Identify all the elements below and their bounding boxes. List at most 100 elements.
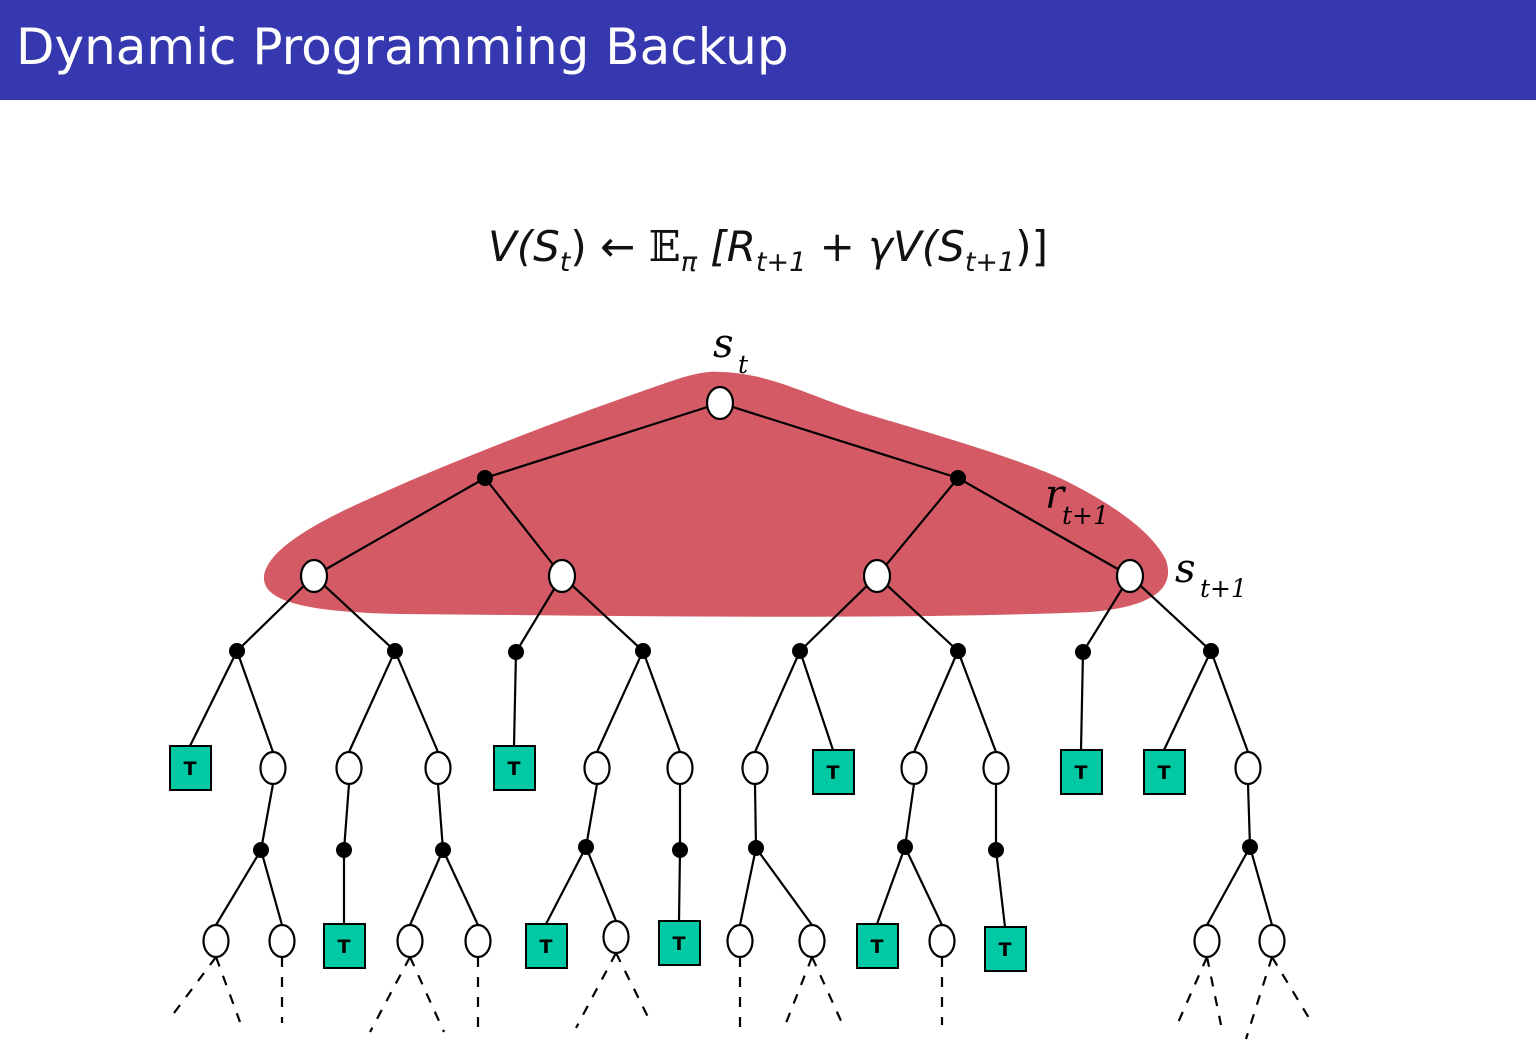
action-node: [387, 643, 403, 659]
action-node: [1242, 839, 1258, 855]
formula-lhs-sub: t: [559, 247, 571, 278]
tree-edge: [1079, 651, 1085, 751]
tree-edge: [875, 846, 907, 925]
action-node: [897, 839, 913, 855]
state-node: [335, 750, 363, 786]
terminal-label: T: [508, 758, 521, 780]
state-node: [928, 923, 956, 959]
terminal-state: T: [493, 745, 536, 791]
terminal-label: T: [871, 936, 884, 958]
terminal-box: [658, 920, 701, 966]
state-node: [1258, 923, 1286, 959]
terminal-state: T: [1143, 749, 1186, 795]
action-node: [748, 840, 764, 856]
root-state-node: [705, 385, 735, 421]
root-state-label-sub: t: [738, 350, 749, 379]
terminal-label: T: [999, 939, 1012, 961]
tree-edge: [584, 846, 618, 922]
formula-close: )]: [1015, 222, 1048, 271]
terminal-state: T: [984, 926, 1027, 972]
action-node: [635, 643, 651, 659]
tree-edge: [561, 575, 644, 652]
state-node: [268, 923, 296, 959]
terminal-box: [169, 745, 212, 791]
tree-edge: [753, 650, 802, 753]
state-node: [259, 750, 287, 786]
tree-edge: [347, 650, 397, 753]
terminal-state: T: [658, 920, 701, 966]
state-node: [464, 923, 492, 959]
terminal-state: T: [812, 749, 855, 795]
formula-arrow: ←: [586, 222, 649, 271]
terminal-box: [493, 745, 536, 791]
tree-edge: [259, 783, 275, 851]
action-node: [336, 842, 352, 858]
terminal-box: [1143, 749, 1186, 795]
continuation-edge: [369, 956, 411, 1033]
terminal-box: [525, 923, 568, 969]
state-node: [602, 919, 630, 955]
continuation-edge: [1205, 956, 1223, 1026]
terminal-label: T: [1075, 762, 1088, 784]
formula-lhs-close: ): [570, 222, 587, 271]
continuation-edge: [1175, 956, 1209, 1026]
continuation-edge: [615, 952, 651, 1022]
state-node: [202, 923, 230, 959]
state-node: [424, 750, 452, 786]
continuation-edge: [784, 956, 814, 1024]
tree-edge: [393, 650, 440, 753]
next-state-label-sub: t+1: [1200, 574, 1247, 603]
state-node: [726, 923, 754, 959]
tree-edge: [1248, 846, 1274, 926]
tree-edge: [677, 849, 682, 922]
state-node: [982, 750, 1010, 786]
tree-edge: [313, 575, 396, 652]
tree-edge: [1209, 650, 1250, 753]
continuation-edge: [575, 952, 617, 1029]
tree-edge: [799, 575, 878, 652]
tree-edge: [641, 650, 682, 753]
terminal-label: T: [1158, 762, 1171, 784]
tree-edge: [484, 401, 721, 480]
tree-edge: [408, 849, 445, 926]
state-node: [666, 750, 694, 786]
tree-edge: [912, 650, 960, 753]
action-node: [1075, 644, 1091, 660]
continuation-edge: [1244, 956, 1274, 1040]
tree-edges: [170, 401, 1313, 1040]
terminal-label: T: [338, 936, 351, 958]
formula-expectation-sub: π: [680, 247, 697, 278]
action-node: [672, 842, 688, 858]
successor-state-node: [1115, 558, 1145, 594]
formula-plus: +: [806, 222, 869, 271]
action-node: [253, 842, 269, 858]
action-node: [988, 842, 1004, 858]
terminal-box: [856, 923, 899, 969]
terminal-label: T: [827, 762, 840, 784]
tree-edge: [189, 650, 238, 747]
successor-state-node: [862, 558, 892, 594]
tree-edge: [957, 477, 1131, 577]
tree-edge: [876, 477, 959, 577]
state-node: [798, 923, 826, 959]
tree-edge: [1129, 575, 1212, 652]
bellman-expectation-formula: V(St) ← 𝔼π [Rt+1 + γV(St+1)]: [0, 212, 1536, 298]
tree-edge: [903, 783, 916, 848]
tree-edge: [545, 846, 587, 925]
action-node: [229, 643, 245, 659]
action-node: [792, 643, 808, 659]
terminal-label: T: [540, 936, 553, 958]
reward-label-sub: t+1: [1062, 501, 1109, 530]
state-node: [396, 923, 424, 959]
next-state-label: s: [1175, 546, 1196, 592]
tree-edge: [236, 575, 315, 652]
tree-edge: [798, 650, 835, 751]
continuation-edge: [810, 956, 844, 1024]
tree-edge: [994, 849, 1007, 928]
terminal-state: T: [856, 923, 899, 969]
terminal-state: T: [1060, 749, 1103, 795]
tree-edge: [738, 847, 758, 926]
action-node: [435, 842, 451, 858]
successor-state-node: [299, 558, 329, 594]
formula-gamma: γ: [868, 222, 894, 271]
